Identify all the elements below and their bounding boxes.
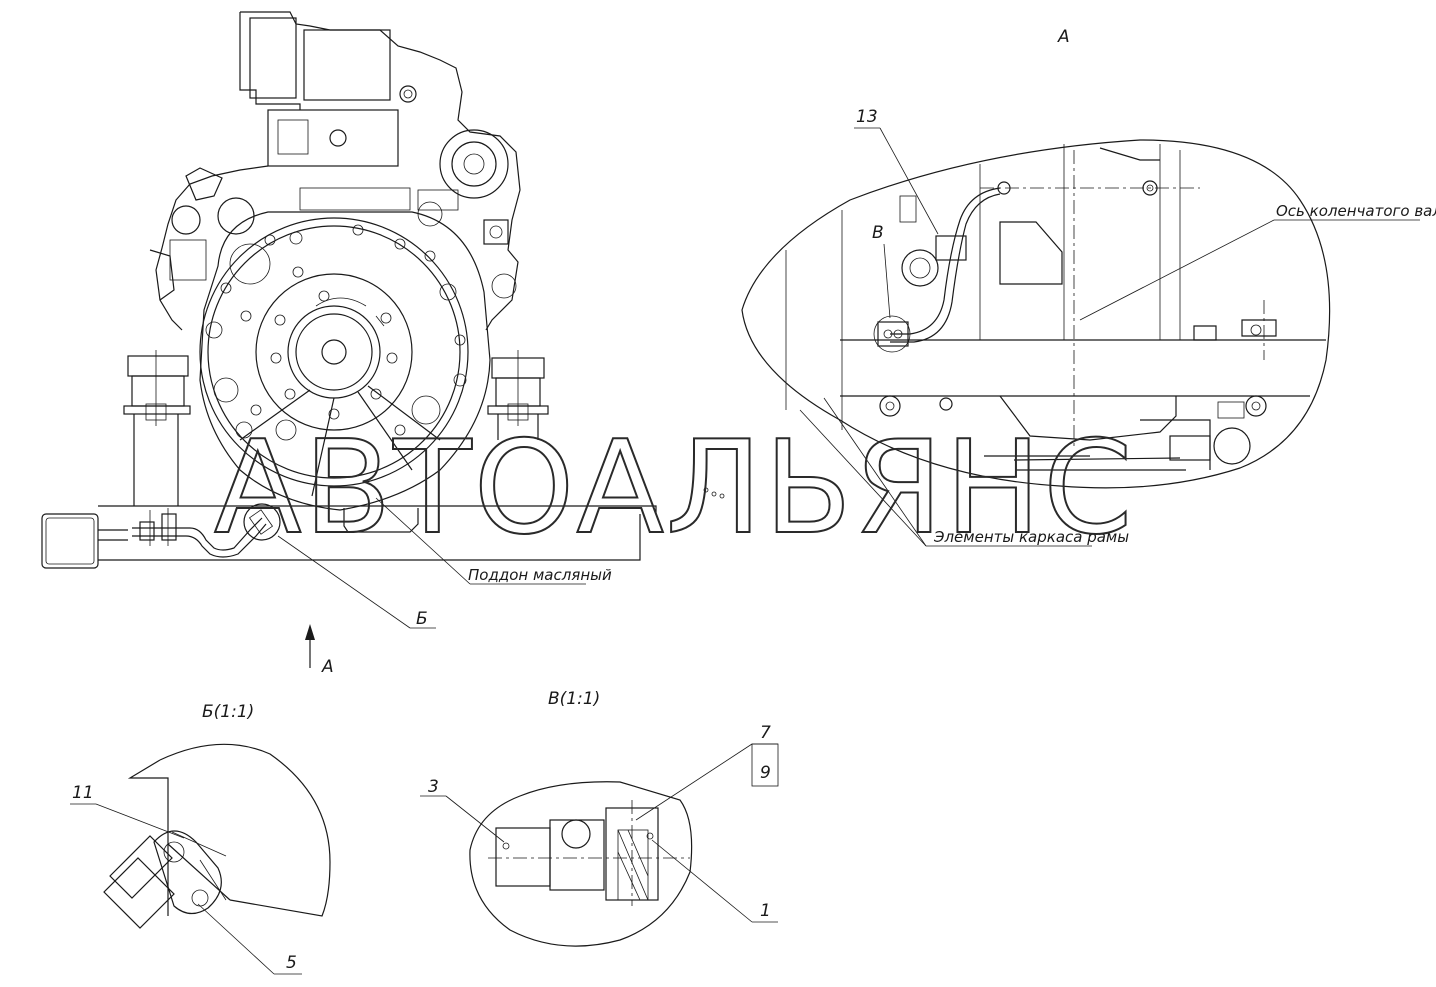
oil-pan-leader: Поддон масляный [375,497,612,585]
watermark: АВТОАЛЬЯНС [214,414,1135,563]
part-13-number: 13 [856,107,878,127]
view-a-title: А [1057,27,1070,47]
callout-b: Б [277,535,436,629]
view-a-detail: А [741,27,1331,489]
callout-v-letter: В [872,223,884,243]
detail-b: Б(1:1) 11 5 [70,702,331,975]
part-13-callout: 13 [854,107,939,235]
part-1-number: 1 [760,901,771,921]
frame-elements-leader: Элементы каркаса рамы [799,397,1129,547]
frame-and-oil-line [41,487,725,569]
view-arrow-a-letter: А [321,657,334,677]
part-11-number: 11 [72,783,94,803]
crankshaft-axis-label: Ось коленчатого вала [1276,202,1436,220]
detail-v-title: В(1:1) [548,689,600,709]
oil-pan-label: Поддон масляный [468,566,612,584]
callout-v: В [872,223,911,353]
part-9-number: 9 [760,763,771,783]
part-5-number: 5 [286,953,297,973]
callout-b-letter: Б [416,609,428,629]
part-3-number: 3 [428,777,439,797]
detail-v: В(1:1) 3 7 9 1 [420,689,779,947]
frame-elements-label: Элементы каркаса рамы [933,528,1129,546]
detail-b-title: Б(1:1) [202,702,254,722]
crankshaft-axis-leader: Ось коленчатого вала [1079,202,1436,321]
view-arrow-a: А [305,624,334,677]
part-7-number: 7 [760,723,771,743]
engine-front-view [123,11,549,533]
